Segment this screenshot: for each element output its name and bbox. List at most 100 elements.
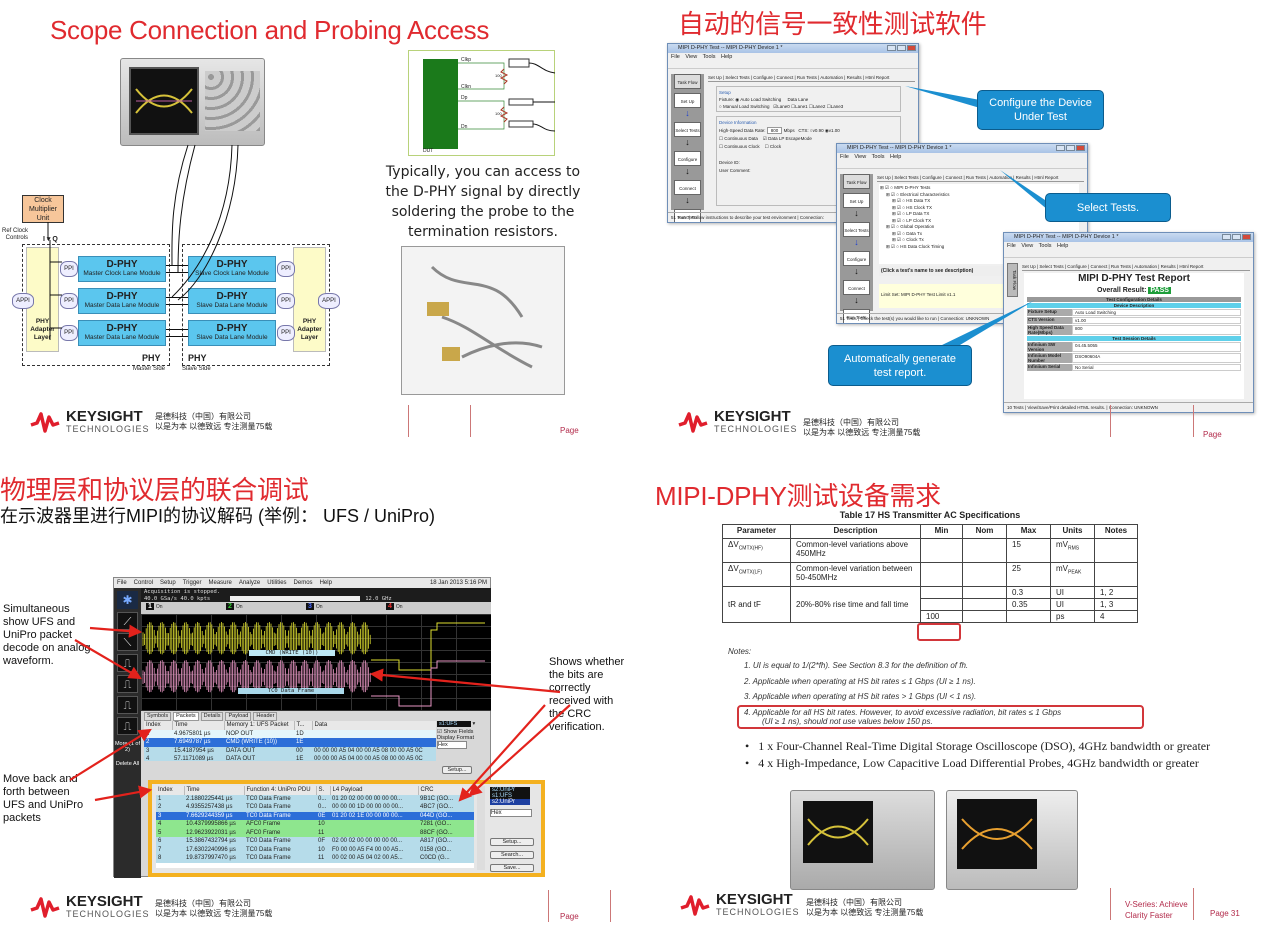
task-flow-panel: Task Flow Set Up↓ Select Tests↓ Configur… [671,74,704,222]
scope-menu-item[interactable]: Setup [160,580,176,586]
step-connect[interactable]: Connect [843,280,870,295]
close-icon[interactable] [1076,145,1085,151]
table-cell: 17.6302240996 µs [186,846,236,853]
column-header[interactable]: Function 4: UniPro PDU [244,786,317,795]
tab-bar[interactable]: Set Up | Select Tests | Configure | Conn… [877,174,1084,182]
trigger-mode-icon[interactable]: ⎍ [117,654,138,672]
source-option[interactable]: s2:UniPr [490,799,530,805]
setup-button[interactable]: Setup... [442,766,472,774]
setup-button[interactable]: Setup... [490,838,534,846]
trigger-mode-icon[interactable]: ⎍ [117,696,138,714]
more-button[interactable]: More (1 of 2) [114,741,141,753]
task-flow-collapsed[interactable]: Task Flow [1007,263,1018,297]
column-header[interactable]: Index [156,786,185,795]
delete-all-button[interactable]: Delete All [115,761,140,767]
step-run-tests[interactable]: Run Tests [843,309,870,323]
scope-menu-item[interactable]: Analyze [238,580,261,586]
table-cell: 0... [318,795,327,802]
data-rate-input[interactable]: 800 [766,127,783,134]
column-header[interactable]: S. [316,786,331,795]
close-icon[interactable] [1242,234,1251,240]
trigger-mode-icon[interactable]: ⎍ [117,675,138,693]
scope-menu-item[interactable]: Demos [293,580,313,586]
scope-menu-item[interactable]: File [117,580,127,586]
step-configure[interactable]: Configure [843,251,870,266]
format-select[interactable]: Hex [437,741,467,749]
ufs-source-select[interactable]: s1:UFS [437,721,471,727]
protocol-tab[interactable]: Packets [173,712,199,721]
menu-bar[interactable]: File View Tools Help [840,154,902,160]
column-header[interactable]: L4 Payload [330,786,419,795]
scrollbar[interactable] [477,786,485,870]
phy-label-slave: PHY [188,353,207,363]
protocol-tab[interactable]: Header [253,712,278,721]
tab-bar[interactable]: Set Up | Select Tests | Configure | Conn… [1022,263,1250,271]
page-number: Page [560,912,579,921]
scope-menu-item[interactable]: Trigger [182,580,202,586]
trigger-mode-icon[interactable]: ⎍ [117,717,138,735]
scope-menu-item[interactable]: Utilities [267,580,287,586]
step-select-tests[interactable]: Select Tests [674,122,701,137]
search-button[interactable]: Search... [490,851,534,859]
tree-item[interactable]: ⊞ ☑ ○ Clock Tx [892,237,924,242]
column-header[interactable]: Index [144,721,173,730]
tree-item[interactable]: ⊞ ☑ ○ Data Tx [892,230,922,236]
step-connect[interactable]: Connect [674,180,701,195]
save-button[interactable]: Save... [490,864,534,872]
scope-menu-item[interactable]: Control [133,580,154,586]
tree-item[interactable]: ⊞ ☑ ○ MIPI D-PHY Tests [880,185,931,190]
company-slogan: 是德科技（中国）有限公司以是为本 以德致远 专注测量75载 [803,418,921,437]
show-fields-checkbox[interactable]: ☑ Show Fields [437,729,474,735]
menu-bar[interactable]: File View Tools Help [671,54,733,60]
column-header[interactable]: Memory 1: UFS Packet [224,721,295,730]
protocol-tab[interactable]: Details [200,712,224,721]
tree-item[interactable]: ⊞ ☑ ○ HS Clock TX [892,204,932,210]
column-header[interactable]: T... [294,721,313,730]
step-set-up[interactable]: Set Up [674,93,701,108]
step-select-tests[interactable]: Select Tests [843,222,870,237]
tree-item[interactable]: ⊞ ☑ ○ Global Operation [886,224,935,229]
column-header[interactable]: Data [312,721,436,730]
tree-item[interactable]: ⊞ ☑ ○ Electrical Characteristics [886,191,950,197]
step-configure[interactable]: Configure [674,151,701,166]
trigger-mode-icon[interactable]: ⟍ [117,633,138,651]
close-icon[interactable] [907,45,916,51]
trigger-mode-icon[interactable]: ⟋ [117,612,138,630]
tree-item[interactable]: ⊞ ☑ ○ LP Data TX [892,211,930,216]
scope-menu-item[interactable]: Measure [208,580,232,586]
column-header[interactable]: Time [184,786,245,795]
tree-item[interactable]: ⊞ ☑ ○ HS Data Clock Timing [886,243,945,249]
protocol-tab[interactable]: Symbols [144,712,172,721]
format-select[interactable]: Hex [490,809,532,817]
menu-bar[interactable]: File View Tools Help [1007,243,1069,249]
tree-item[interactable]: ⊞ ☑ ○ LP Clock TX [892,217,932,223]
tree-item[interactable]: ⊞ ☑ ○ HS Data TX [892,198,931,203]
step-set-up[interactable]: Set Up [843,193,870,208]
table-cell: 4 [146,756,150,761]
column-header[interactable]: CRC [418,786,474,795]
tab-bar[interactable]: Set Up | Select Tests | Configure | Conn… [708,74,915,82]
column-header[interactable]: Time [172,721,225,730]
scope-menu-item[interactable]: Help [319,580,332,586]
protocol-tab[interactable]: Payload [225,712,252,721]
